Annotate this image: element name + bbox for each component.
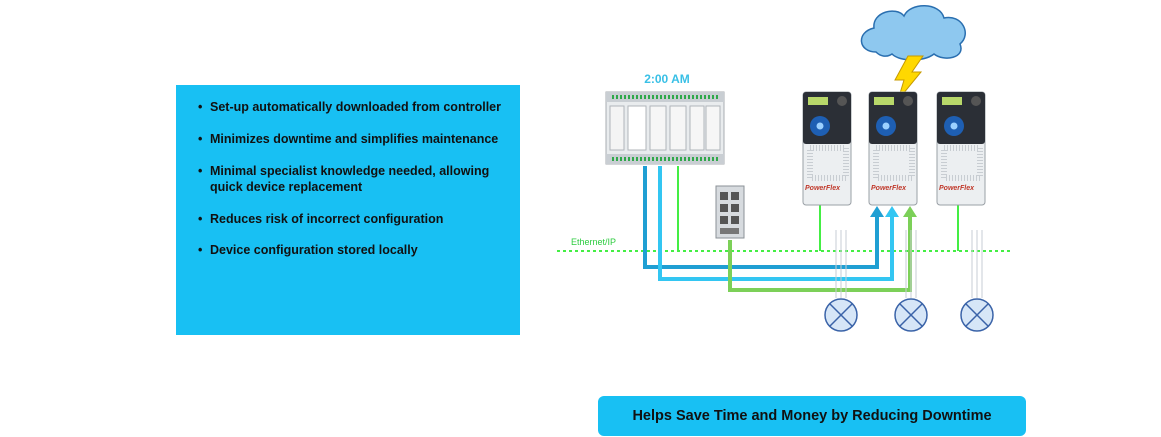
feature-item: Set-up automatically downloaded from con… <box>198 99 520 115</box>
ethernet-switch <box>715 185 745 239</box>
motor-lamp <box>894 298 928 332</box>
features-list: Set-up automatically downloaded from con… <box>198 99 520 258</box>
features-panel: Set-up automatically downloaded from con… <box>176 85 520 335</box>
feature-item: Device configuration stored locally <box>198 242 520 258</box>
controller-plc <box>605 91 725 165</box>
powerflex-drive: PowerFlex <box>868 91 918 206</box>
motor-lamp <box>824 298 858 332</box>
drive-brand: PowerFlex <box>871 185 907 192</box>
feature-item: Minimal specialist knowledge needed, all… <box>198 163 520 195</box>
cable-blue <box>643 166 879 269</box>
feature-item: Minimizes downtime and simplifies mainte… <box>198 131 520 147</box>
drive-brand: PowerFlex <box>805 185 841 192</box>
powerflex-drive: PowerFlex <box>936 91 986 206</box>
motor-lamp <box>960 298 994 332</box>
drive-brand: PowerFlex <box>939 185 975 192</box>
time-label: 2:00 AM <box>644 72 690 86</box>
cloud-icon <box>860 5 966 61</box>
motor-wires <box>835 230 983 298</box>
lightning-icon <box>894 55 924 101</box>
cable-green <box>728 215 912 292</box>
feature-item: Reduces risk of incorrect configuration <box>198 211 520 227</box>
cable-cyan <box>658 166 894 281</box>
summary-banner: Helps Save Time and Money by Reducing Do… <box>598 396 1026 436</box>
powerflex-drive: PowerFlex <box>802 91 852 206</box>
ethernet-label: Ethernet/IP <box>571 237 616 247</box>
